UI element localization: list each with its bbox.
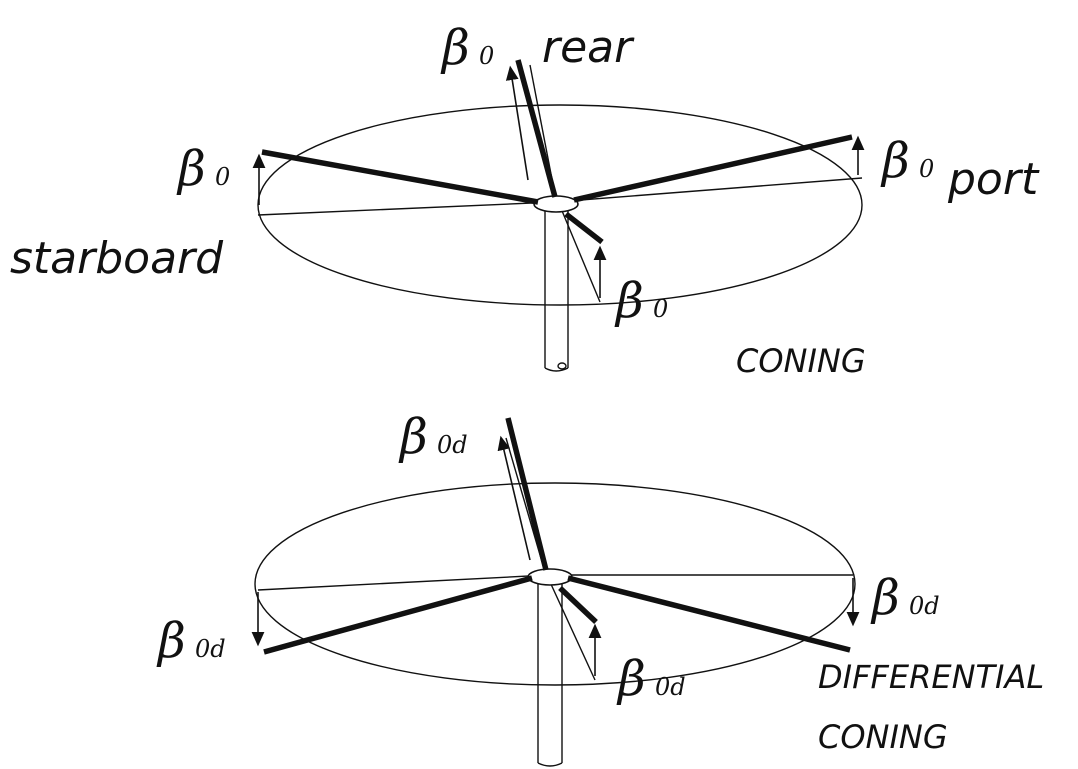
- caption-differential-line1: DIFFERENTIAL: [818, 658, 1044, 696]
- bottom-blade-port: [567, 575, 851, 653]
- bottom-blade-starboard: [263, 575, 533, 655]
- svg-text:0d: 0d: [437, 431, 468, 459]
- bottom-beta-label-starboard: β 0d: [156, 613, 226, 669]
- caption-differential-line2: CONING: [818, 718, 948, 756]
- top-blade-starboard: [261, 149, 539, 205]
- svg-text:β: β: [176, 141, 206, 197]
- bottom-hub: [527, 568, 573, 586]
- top-tip-path-ellipse: [257, 104, 863, 306]
- bottom-rotor-mast: [537, 580, 563, 767]
- svg-text:β: β: [614, 273, 644, 329]
- bottom-beta-label-port: β 0d: [870, 570, 940, 626]
- svg-text:0d: 0d: [655, 673, 686, 701]
- top-blade-front: [564, 211, 604, 245]
- top-rotor-mast: [544, 210, 569, 372]
- svg-text:0: 0: [653, 295, 668, 323]
- top-hub: [533, 195, 579, 213]
- bottom-tip-path-ellipse: [254, 482, 856, 686]
- differential-coning-figure: β 0d β 0d β 0d β 0d DIFFERENTIAL CONING: [156, 409, 1044, 767]
- bottom-beta-label-front: β 0d: [616, 651, 686, 707]
- svg-text:β: β: [398, 409, 428, 465]
- svg-text:β: β: [880, 133, 910, 189]
- top-beta-label-port: β 0: [880, 133, 934, 189]
- top-beta-label-starboard: β 0: [176, 141, 230, 197]
- svg-text:β: β: [616, 651, 646, 707]
- top-blade-rear: [515, 59, 558, 198]
- top-reference-lines: [257, 64, 863, 303]
- bottom-coning-arrows: [251, 435, 860, 676]
- svg-text:0: 0: [479, 42, 494, 70]
- bottom-reference-lines: [257, 437, 853, 681]
- svg-text:β: β: [440, 20, 470, 76]
- top-beta-label-front: β 0: [614, 273, 668, 329]
- top-beta-label-rear: β 0: [440, 20, 494, 76]
- label-port: port: [947, 154, 1040, 205]
- svg-text:0: 0: [919, 155, 934, 183]
- top-coning-arrows: [252, 65, 865, 298]
- top-blades: [261, 59, 853, 245]
- svg-text:0d: 0d: [195, 635, 226, 663]
- label-starboard: starboard: [10, 233, 224, 284]
- label-rear: rear: [542, 22, 635, 73]
- bottom-blade-front: [558, 586, 598, 624]
- svg-text:β: β: [156, 613, 186, 669]
- svg-text:0d: 0d: [909, 592, 940, 620]
- bottom-blade-rear: [505, 417, 549, 571]
- coning-figure: β 0 rear β 0 starboard β 0 port β 0 CONI…: [10, 20, 1040, 380]
- svg-text:0: 0: [215, 163, 230, 191]
- caption-coning: CONING: [736, 342, 866, 380]
- bottom-blades: [263, 417, 851, 655]
- top-blade-port: [573, 134, 853, 203]
- bottom-beta-label-rear: β 0d: [398, 409, 468, 465]
- svg-text:β: β: [870, 570, 900, 626]
